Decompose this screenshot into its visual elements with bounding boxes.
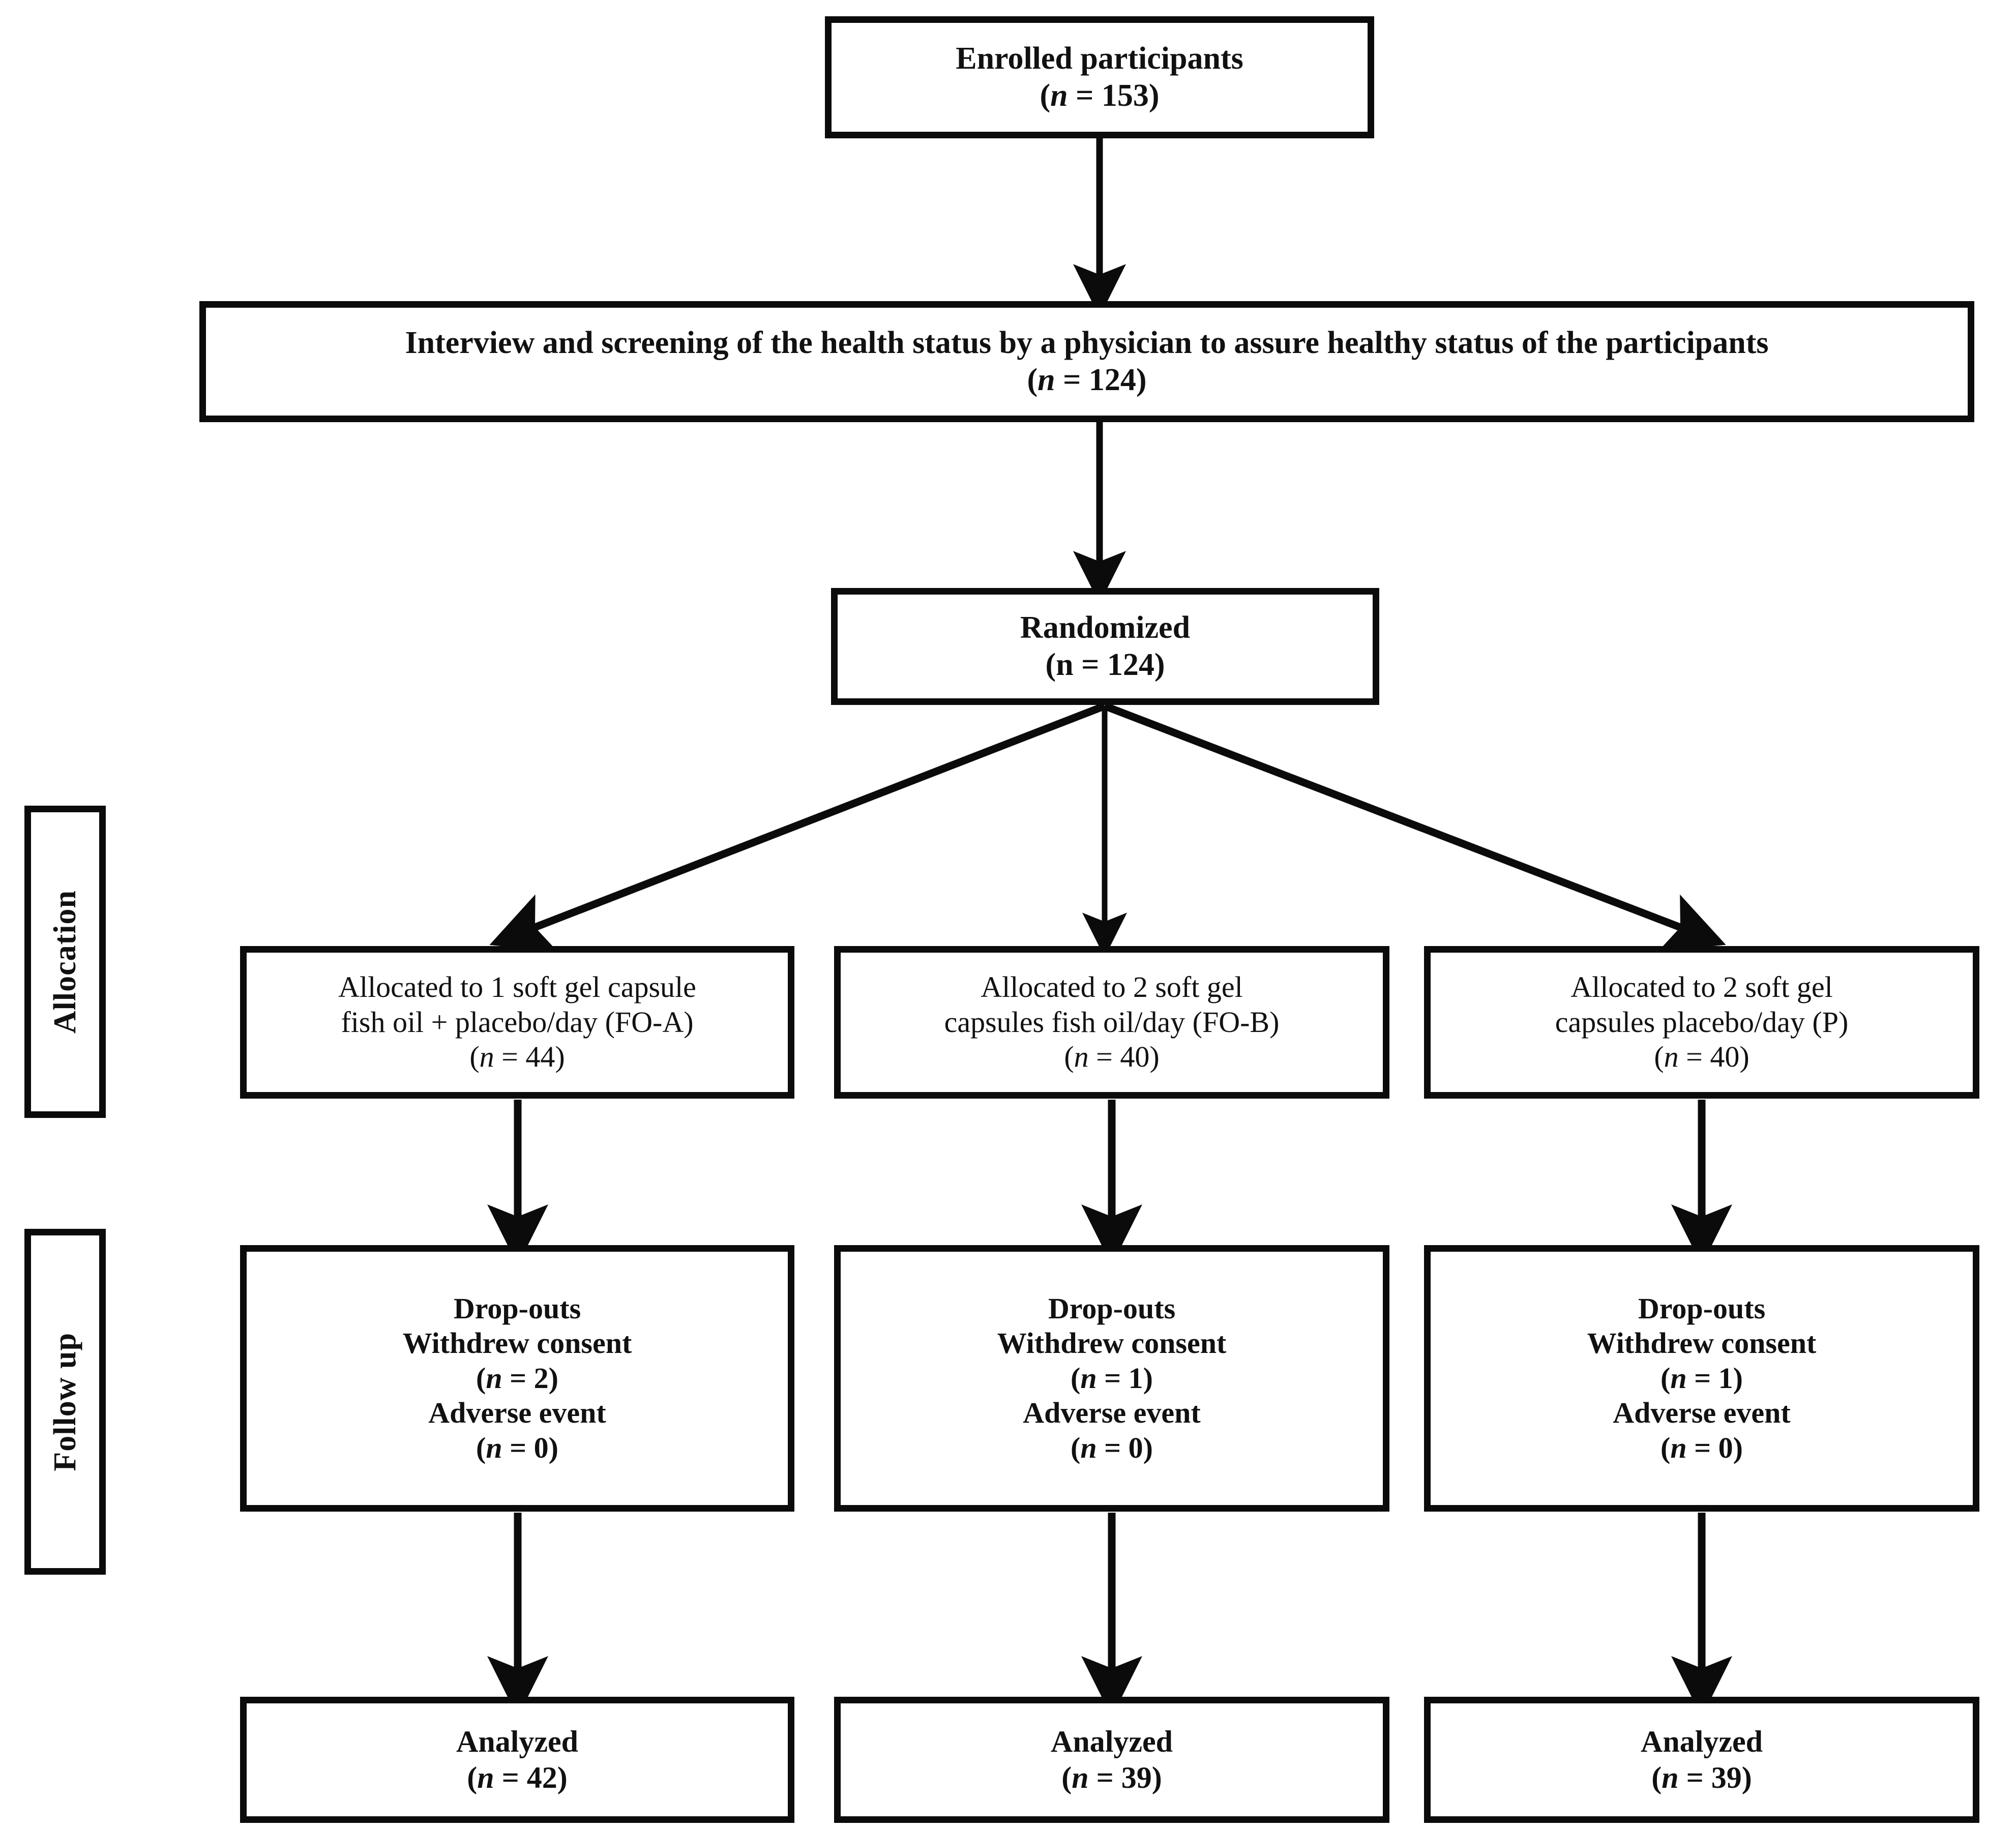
- node-analyzed-fo-b: Analyzed (n = 39): [834, 1697, 1389, 1823]
- dropouts-adverse-event-count: (n = 0): [476, 1431, 558, 1464]
- allocation-line-1: Allocated to 1 soft gel capsule: [338, 970, 696, 1004]
- dropouts-title: Drop-outs: [1048, 1291, 1176, 1325]
- node-allocation-fo-a: Allocated to 1 soft gel capsule fish oil…: [240, 946, 794, 1099]
- dropouts-title: Drop-outs: [1638, 1291, 1766, 1325]
- analyzed-title: Analyzed: [1051, 1725, 1173, 1759]
- dropouts-withdrew-consent-count: (n = 2): [476, 1361, 558, 1395]
- node-analyzed-fo-a: Analyzed (n = 42): [240, 1697, 794, 1823]
- dropouts-reason-adverse-event: Adverse event: [1613, 1396, 1791, 1430]
- node-dropouts-fo-a: Drop-outs Withdrew consent (n = 2) Adver…: [240, 1245, 794, 1512]
- dropouts-adverse-event-count: (n = 0): [1661, 1431, 1743, 1464]
- phase-label-allocation: Allocation: [24, 806, 106, 1118]
- node-analyzed-placebo: Analyzed (n = 39): [1424, 1697, 1979, 1823]
- enrolled-title: Enrolled participants: [956, 41, 1243, 76]
- allocation-line-1: Allocated to 2 soft gel: [981, 970, 1243, 1004]
- arrow-randomized-to-arm-1: [489, 702, 1106, 952]
- allocation-line-2: capsules fish oil/day (FO-B): [944, 1005, 1280, 1039]
- dropouts-reason-adverse-event: Adverse event: [1023, 1396, 1201, 1430]
- allocation-line-2: capsules placebo/day (P): [1555, 1005, 1849, 1039]
- enrolled-count: (n = 153): [1040, 78, 1160, 113]
- node-dropouts-fo-b: Drop-outs Withdrew consent (n = 1) Adver…: [834, 1245, 1389, 1512]
- analyzed-count: (n = 39): [1061, 1761, 1162, 1794]
- dropouts-withdrew-consent-count: (n = 1): [1071, 1361, 1153, 1395]
- arrow-randomized-to-arm-3: [1103, 702, 1726, 952]
- dropouts-reason-withdrew-consent: Withdrew consent: [402, 1326, 632, 1360]
- analyzed-count: (n = 39): [1651, 1761, 1752, 1794]
- dropouts-reason-adverse-event: Adverse event: [428, 1396, 606, 1430]
- phase-label-follow-up: Follow up: [24, 1229, 106, 1575]
- node-allocation-placebo: Allocated to 2 soft gel capsules placebo…: [1424, 946, 1979, 1099]
- phase-label-allocation-text: Allocation: [47, 890, 82, 1034]
- node-interview-screening: Interview and screening of the health st…: [199, 301, 1974, 422]
- allocation-count: (n = 40): [1064, 1040, 1160, 1074]
- dropouts-title: Drop-outs: [453, 1291, 581, 1325]
- allocation-line-1: Allocated to 2 soft gel: [1570, 970, 1833, 1004]
- node-randomized: Randomized (n = 124): [831, 588, 1379, 705]
- node-dropouts-placebo: Drop-outs Withdrew consent (n = 1) Adver…: [1424, 1245, 1979, 1512]
- dropouts-adverse-event-count: (n = 0): [1071, 1431, 1153, 1464]
- analyzed-title: Analyzed: [456, 1725, 578, 1759]
- analyzed-title: Analyzed: [1641, 1725, 1763, 1759]
- allocation-count: (n = 44): [469, 1040, 565, 1074]
- allocation-line-2: fish oil + placebo/day (FO-A): [341, 1005, 694, 1039]
- node-allocation-fo-b: Allocated to 2 soft gel capsules fish oi…: [834, 946, 1389, 1099]
- randomized-title: Randomized: [1020, 610, 1191, 645]
- allocation-count: (n = 40): [1654, 1040, 1750, 1074]
- node-enrolled-participants: Enrolled participants (n = 153): [825, 16, 1374, 138]
- dropouts-withdrew-consent-count: (n = 1): [1661, 1361, 1743, 1395]
- screening-count: (n = 124): [1027, 363, 1147, 397]
- randomized-count: (n = 124): [1045, 647, 1165, 682]
- dropouts-reason-withdrew-consent: Withdrew consent: [997, 1326, 1227, 1360]
- dropouts-reason-withdrew-consent: Withdrew consent: [1587, 1326, 1817, 1360]
- phase-label-follow-up-text: Follow up: [47, 1332, 82, 1471]
- screening-title: Interview and screening of the health st…: [405, 325, 1769, 360]
- analyzed-count: (n = 42): [467, 1761, 568, 1794]
